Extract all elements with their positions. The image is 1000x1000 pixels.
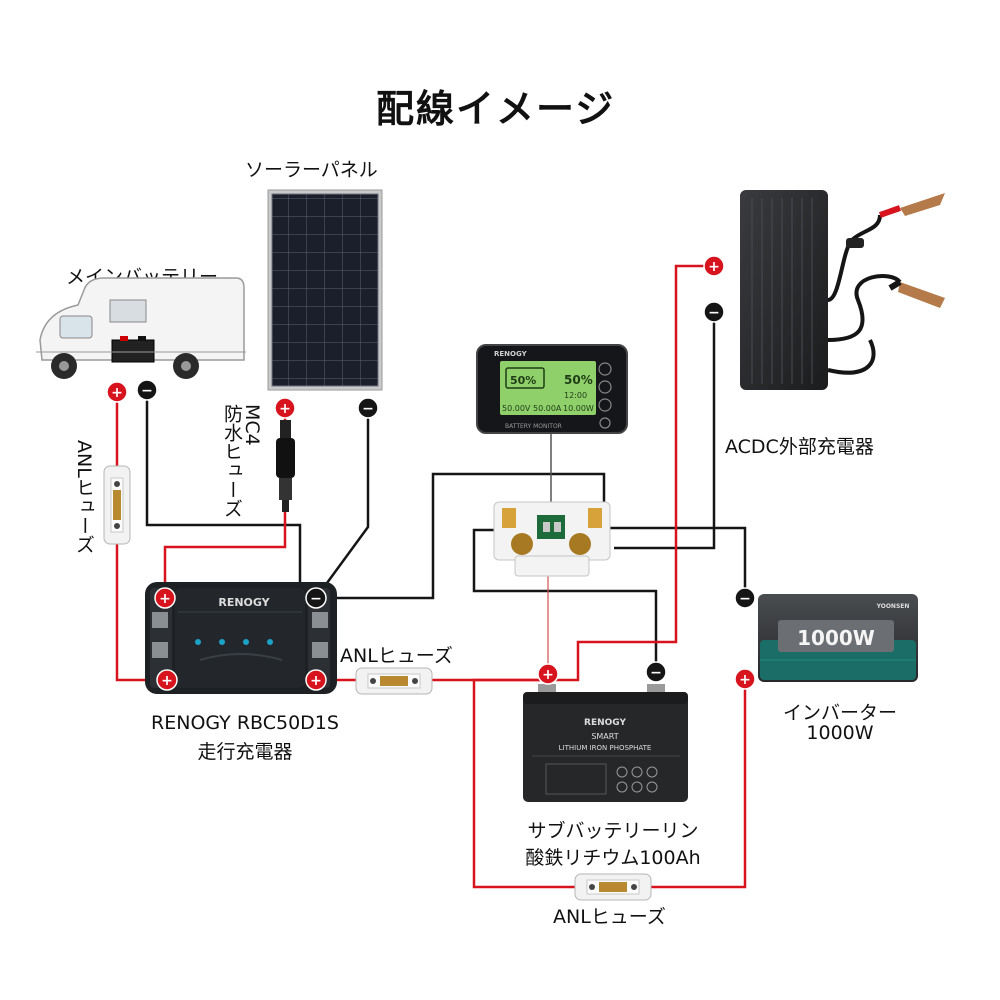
battery-positive-terminal-symbol: + <box>542 667 554 683</box>
shunt <box>493 501 611 577</box>
inverter-positive-terminal-symbol: + <box>739 672 751 688</box>
anl-fuse-bottom <box>574 873 652 901</box>
battery-line1-text: SMART <box>591 732 618 741</box>
camper-main-battery <box>36 277 246 379</box>
inverter-brand-text: YOONSEN <box>876 603 910 610</box>
rbc-type-label: 走行充電器 <box>197 741 293 763</box>
dcdc-input-positive-terminal: + <box>154 587 176 609</box>
battery-line2-text: LITHIUM IRON PHOSPHATE <box>559 744 652 752</box>
monitor-caption-text: BATTERY MONITOR <box>505 423 562 430</box>
wire-acdc-positive <box>548 264 714 682</box>
sub-battery-label-1: サブバッテリーリン <box>527 820 699 842</box>
battery-brand-text: RENOGY <box>584 718 626 728</box>
inverter: 1000W YOONSEN <box>758 594 918 682</box>
anl-fuse-left-label: ANLヒューズ <box>73 440 95 554</box>
main-battery-negative-terminal-dot <box>136 379 158 401</box>
wire-solar-positive <box>163 408 287 598</box>
main-battery-negative-terminal-symbol: − <box>141 383 153 399</box>
monitor-power-text: 10.00W <box>563 404 594 413</box>
battery-negative-terminal-dot <box>645 661 667 683</box>
dcdc-main-positive-terminal-dot <box>156 669 178 691</box>
acdc-positive-terminal-symbol: + <box>708 259 720 275</box>
acdc-positive-terminal: + <box>703 255 725 277</box>
dcdc-negative-terminal-symbol: − <box>310 591 322 607</box>
mc4-label: MC4 <box>241 404 263 446</box>
battery-negative-terminal: − <box>645 661 667 683</box>
battery-negative-terminal-symbol: − <box>650 665 662 681</box>
monitor-time-text: 12:00 <box>564 391 587 400</box>
solar-panel-label: ソーラーパネル <box>245 159 378 181</box>
battery-monitor: RENOGY 50% 50% 12:00 50.00V 50.00A 10.00… <box>476 344 628 434</box>
sub-battery: RENOGY SMART LITHIUM IRON PHOSPHATE <box>523 684 688 802</box>
sub-battery-label-2: 酸鉄リチウム100Ah <box>525 847 701 869</box>
wire-acdc-negative <box>614 312 716 550</box>
terminal-markers: + − + − + − + + + − + − − + <box>106 255 756 691</box>
inverter-negative-terminal: − <box>734 587 756 609</box>
main-battery-positive-terminal-symbol: + <box>111 385 123 401</box>
wire-dcdc-negative-to-shunt <box>316 472 606 600</box>
diagram-title: 配線イメージ <box>376 87 616 131</box>
dcdc-output-positive-terminal: + <box>305 669 327 691</box>
solar-negative-terminal: − <box>357 397 379 419</box>
inverter-power-label: 1000W <box>806 722 874 744</box>
acdc-negative-terminal-symbol: − <box>708 305 720 321</box>
acdc-positive-terminal-dot <box>703 255 725 277</box>
mc4-fuse-label: 防水ヒューズ <box>221 404 243 518</box>
monitor-percent-text: 50% <box>564 373 593 387</box>
inverter-positive-terminal-dot <box>734 668 756 690</box>
dcdc-output-positive-terminal-dot <box>305 669 327 691</box>
acdc-negative-terminal-dot <box>703 301 725 323</box>
dcdc-main-positive-terminal: + <box>156 669 178 691</box>
mc4-fuse <box>276 420 295 512</box>
solar-panel <box>267 189 383 391</box>
anl-fuse-mid-label: ANLヒューズ <box>340 645 453 667</box>
solar-positive-terminal-dot <box>274 397 296 419</box>
acdc-charger-label: ACDC外部充電器 <box>725 436 874 458</box>
wire-battery-to-inverter-positive <box>472 678 747 889</box>
inverter-negative-terminal-dot <box>734 587 756 609</box>
inverter-display-text: 1000W <box>797 626 875 650</box>
acdc-negative-terminal: − <box>703 301 725 323</box>
dcdc-main-positive-terminal-symbol: + <box>161 673 173 689</box>
inverter-negative-terminal-symbol: − <box>739 591 751 607</box>
inverter-name-label: インバーター <box>782 702 897 724</box>
battery-positive-terminal: + <box>537 663 559 685</box>
main-battery-positive-terminal-dot <box>106 381 128 403</box>
dcdc-input-positive-terminal-symbol: + <box>159 591 171 607</box>
anl-fuse-left <box>103 465 131 545</box>
acdc-charger <box>740 190 945 390</box>
battery-positive-terminal-dot <box>537 663 559 685</box>
monitor-current-text: 50.00A <box>533 404 562 413</box>
dcdc-negative-terminal: − <box>305 587 327 609</box>
solar-negative-terminal-dot <box>357 397 379 419</box>
solar-positive-terminal: + <box>274 397 296 419</box>
anl-fuse-middle <box>355 667 433 695</box>
dcdc-brand-text: RENOGY <box>218 596 270 609</box>
wire-solar-negative <box>314 408 370 599</box>
wire-shunt-to-battery-negative <box>472 528 658 672</box>
dcdc-input-positive-terminal-dot <box>154 587 176 609</box>
solar-negative-terminal-symbol: − <box>362 401 374 417</box>
anl-fuse-bottom-label: ANLヒューズ <box>553 906 666 928</box>
monitor-brand-text: RENOGY <box>494 350 528 358</box>
wire-inverter-negative <box>603 526 747 598</box>
main-battery-negative-terminal: − <box>136 379 158 401</box>
dcdc-negative-terminal-dot <box>305 587 327 609</box>
solar-positive-terminal-symbol: + <box>279 401 291 417</box>
dcdc-charger: RENOGY <box>145 582 337 694</box>
rbc-name-label: RENOGY RBC50D1S <box>151 712 339 734</box>
monitor-icon-percent: 50% <box>510 374 536 387</box>
inverter-positive-terminal: + <box>734 668 756 690</box>
main-battery-positive-terminal: + <box>106 381 128 403</box>
dcdc-output-positive-terminal-symbol: + <box>310 673 322 689</box>
monitor-voltage-text: 50.00V <box>502 404 531 413</box>
